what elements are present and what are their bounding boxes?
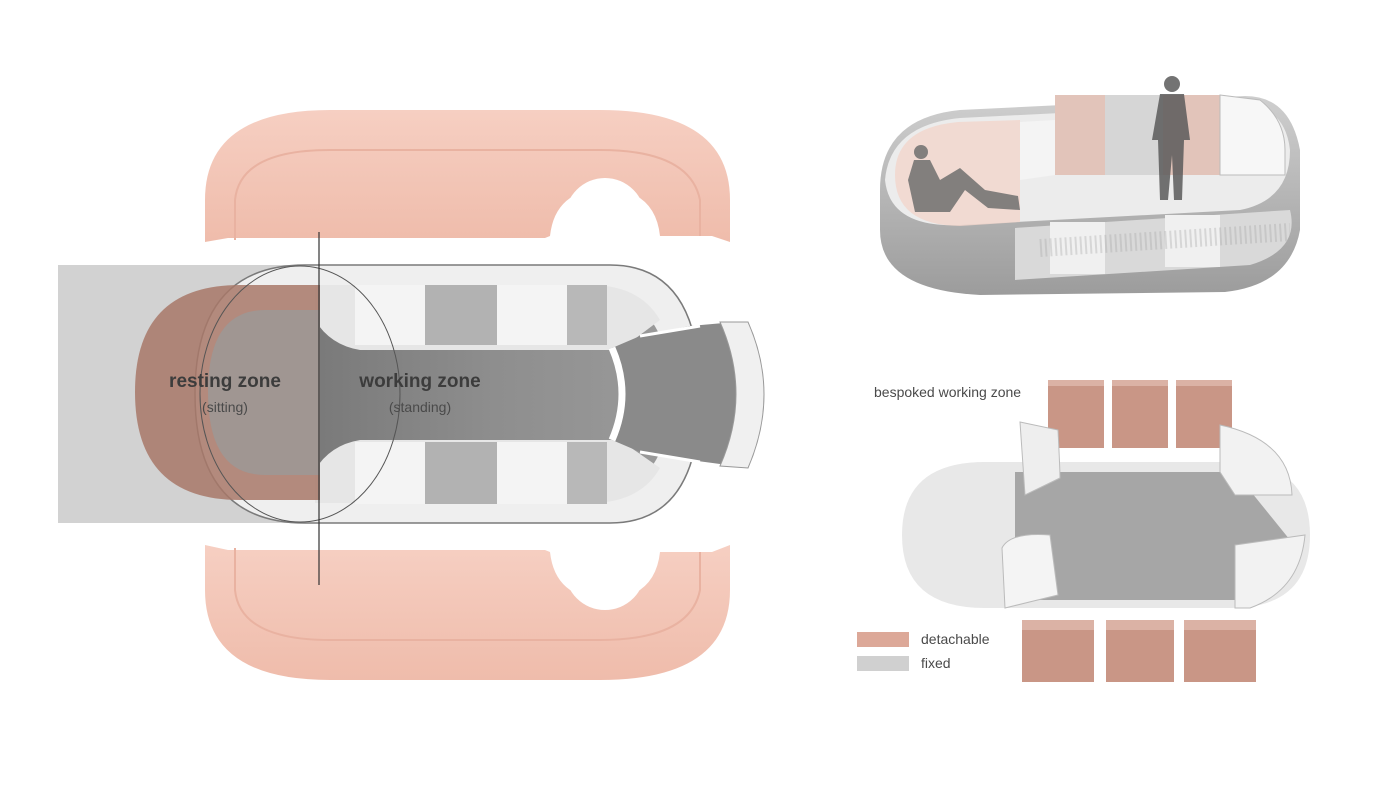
bottom-detachable-blocks: [1022, 620, 1256, 682]
bottom-shell-detachable: [205, 530, 730, 680]
bespoke-wall-bottom-right: [1234, 534, 1306, 609]
legend-label-detachable: detachable: [921, 631, 990, 647]
top-wall-panels: [315, 285, 660, 350]
resting-zone-inner: [208, 310, 320, 475]
legend-label-fixed: fixed: [921, 655, 951, 671]
bespoke-wall-top-right: [1219, 424, 1293, 496]
working-zone-sublabel: (standing): [388, 399, 452, 415]
resting-zone-label: resting zone: [169, 371, 281, 392]
legend-swatch-fixed: [857, 656, 909, 671]
legend-swatch-detachable: [857, 632, 909, 647]
perspective-view: [880, 76, 1300, 295]
resting-zone-sublabel: (sitting): [202, 399, 248, 415]
working-zone-label: working zone: [359, 371, 481, 392]
top-detachable-blocks: [1048, 380, 1232, 448]
bespoke-wall-top-left: [1019, 421, 1061, 496]
sitting-person-icon: [908, 145, 1020, 212]
bespoke-zone: [902, 380, 1310, 682]
bespoke-section-label: bespoked working zone: [874, 384, 1022, 400]
bespoke-wall-bottom-left: [1001, 534, 1059, 609]
top-shell-detachable: [205, 110, 730, 258]
resting-zone-arc: [199, 265, 401, 523]
main-plan: [58, 110, 765, 680]
door-assembly: [608, 321, 765, 469]
standing-person-icon: [1152, 76, 1190, 200]
bottom-wall-panels: [315, 440, 660, 504]
